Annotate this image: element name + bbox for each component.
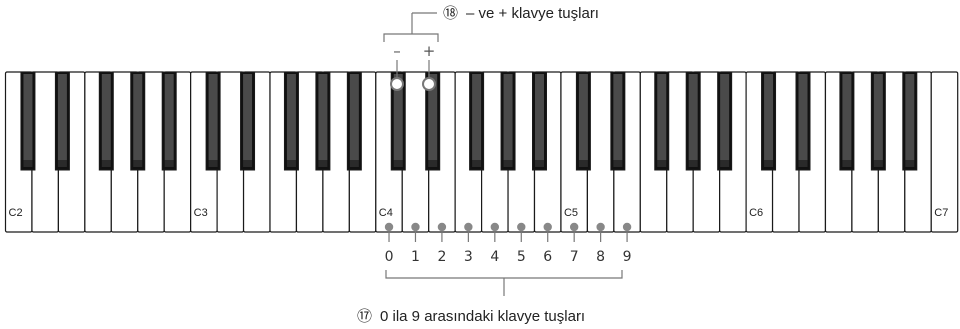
white-key <box>401 71 430 233</box>
black-key <box>532 71 547 171</box>
callout-17-bracket <box>385 270 623 279</box>
white-key <box>216 71 245 233</box>
black-key <box>390 71 406 171</box>
plus-key-marker <box>422 77 436 91</box>
callout-18-marker: ⑱ <box>443 5 458 22</box>
number-key-marker: 1 <box>411 222 420 265</box>
number-key-label: 1 <box>411 249 420 265</box>
black-key <box>610 71 626 171</box>
black-key <box>839 71 855 171</box>
plus-label: + <box>423 42 436 60</box>
number-key-label: 3 <box>464 249 473 265</box>
black-key <box>685 71 701 171</box>
black-key <box>315 71 331 171</box>
black-key <box>654 71 670 171</box>
number-key-label: 8 <box>596 249 605 265</box>
white-key <box>586 71 615 233</box>
black-key <box>98 71 114 171</box>
plus-minus-callout: ⑱ – ve + klavye tuşları – + <box>383 5 599 91</box>
number-key-label: 2 <box>437 249 446 265</box>
white-key <box>930 71 959 233</box>
octave-label: C3 <box>194 207 208 219</box>
octave-label: C4 <box>379 207 393 219</box>
number-keys-callout: ⑰ 0 ila 9 arasındaki klavye tuşları <box>357 270 623 325</box>
black-key <box>54 71 70 171</box>
number-key-marker: 2 <box>437 222 446 265</box>
black-key <box>283 71 299 171</box>
number-key-label: 5 <box>517 249 526 265</box>
callout-18-label: – ve + klavye tuşları <box>466 5 599 22</box>
black-keys <box>20 71 918 171</box>
black-key <box>717 71 733 171</box>
black-key <box>795 71 811 171</box>
number-key-label: 4 <box>490 249 499 265</box>
black-key <box>469 71 485 171</box>
octave-label: C7 <box>934 207 948 219</box>
number-key-markers: 0 1 2 3 4 5 6 7 8 9 <box>385 222 632 265</box>
black-key <box>575 71 591 171</box>
number-key-marker: 4 <box>490 222 499 265</box>
white-keys <box>4 71 959 233</box>
octave-labels: C2 C3 C4 C5 C6 C7 <box>9 207 949 219</box>
octave-label: C6 <box>749 207 763 219</box>
number-key-marker: 7 <box>570 222 579 265</box>
number-key-marker: 5 <box>517 222 526 265</box>
minus-key-marker <box>390 77 404 91</box>
number-key-marker: 6 <box>543 222 552 265</box>
number-key-label: 7 <box>570 249 579 265</box>
black-key <box>130 71 146 171</box>
black-key <box>346 71 362 171</box>
callout-18-bracket <box>383 33 439 42</box>
black-key <box>870 71 886 171</box>
number-key-label: 0 <box>385 249 394 265</box>
black-key <box>425 71 441 171</box>
black-key <box>161 71 177 171</box>
black-key <box>205 71 221 171</box>
number-key-marker: 9 <box>623 222 632 265</box>
black-key <box>240 71 256 171</box>
octave-label: C5 <box>564 207 578 219</box>
callout-17-marker: ⑰ <box>357 308 372 325</box>
black-key <box>761 71 777 171</box>
number-key-label: 9 <box>623 249 632 265</box>
black-key <box>20 71 36 171</box>
white-key <box>771 71 800 233</box>
number-key-marker: 3 <box>464 222 473 265</box>
number-key-label: 6 <box>543 249 552 265</box>
callout-17-label: 0 ila 9 arasındaki klavye tuşları <box>380 308 585 325</box>
number-key-marker: 0 <box>385 222 394 265</box>
octave-label: C2 <box>9 207 23 219</box>
black-key <box>902 71 918 171</box>
black-key <box>500 71 516 171</box>
white-key <box>31 71 60 233</box>
minus-label: – <box>393 42 401 60</box>
number-key-marker: 8 <box>596 222 605 265</box>
